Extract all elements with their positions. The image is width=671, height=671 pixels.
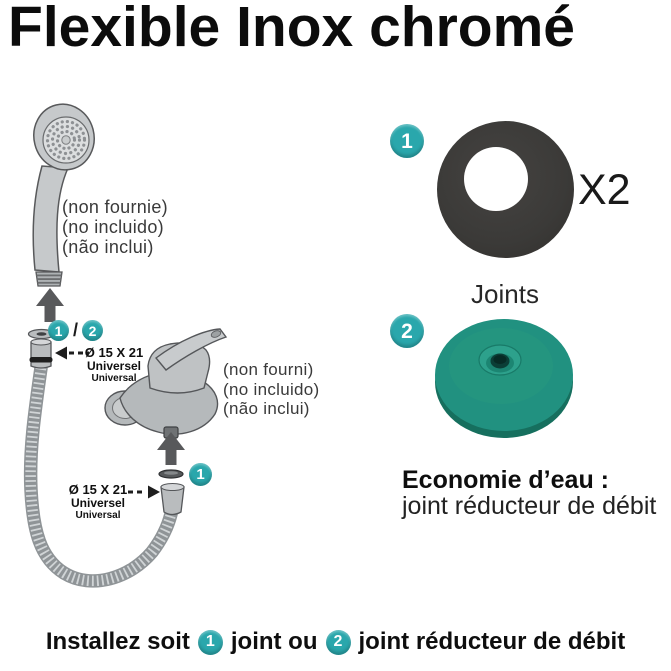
note-line: (non fournie) xyxy=(62,197,168,217)
note-line: (no incluido) xyxy=(62,217,164,237)
size-text: Ø 15 X 21 xyxy=(68,482,128,497)
top-connection-size-label: Ø 15 X 21 Universel Universal xyxy=(70,346,158,385)
badge-2: 2 xyxy=(325,629,351,655)
bottom-connection-size-label: Ø 15 X 21 Universel Universal xyxy=(54,483,142,522)
black-joint-image xyxy=(437,121,574,258)
washer-illustration xyxy=(158,469,184,479)
size-text: Ø 15 X 21 xyxy=(84,345,144,360)
hose-nut-top-illustration xyxy=(29,338,53,369)
joints-label: Joints xyxy=(471,279,539,309)
faucet-note: (non fourni) (no incluido) (não inclui) xyxy=(223,360,320,419)
faucet-illustration xyxy=(104,328,228,439)
dashed-arrow-left-icon xyxy=(55,346,89,360)
shower-head-illustration xyxy=(32,103,95,287)
shower-hose-illustration xyxy=(23,361,178,588)
installation-diagram-illustration xyxy=(23,103,228,588)
up-arrow-icon xyxy=(36,288,64,322)
page-title: Flexible Inox chromé xyxy=(8,0,575,59)
note-line: (non fourni) xyxy=(223,360,314,379)
note-line: (não inclui) xyxy=(223,399,310,418)
badge-2: 2 xyxy=(390,314,424,348)
badge-1: 1 xyxy=(48,320,69,341)
shower-head-note: (non fournie) (no incluido) (não inclui) xyxy=(62,197,168,257)
water-saving-heading: Economie d’eau : xyxy=(402,466,609,494)
hose-nut-bottom-illustration xyxy=(160,483,185,516)
green-joint-image xyxy=(435,319,573,438)
quantity-label: X2 xyxy=(578,166,631,214)
badge-1: 1 xyxy=(189,463,212,486)
water-saving-description: joint réducteur de débit xyxy=(402,492,657,520)
instruction-text: joint réducteur de débit xyxy=(358,628,626,655)
water-saving-note: Economie d’eau : joint réducteur de débi… xyxy=(402,467,656,520)
badge-1: 1 xyxy=(390,124,424,158)
note-line: (no incluido) xyxy=(223,379,320,399)
badge-2: 2 xyxy=(82,320,104,341)
instruction-text: Installez soit xyxy=(45,628,190,655)
note-line: (não inclui) xyxy=(62,237,154,257)
instruction-text: joint ou xyxy=(230,628,318,655)
black-joint-hole xyxy=(464,147,528,211)
universal-fr-text: Universel xyxy=(86,359,142,373)
universal-fr-text: Universel xyxy=(70,496,126,510)
universal-en-text: Universal xyxy=(91,373,137,384)
badge-1: 1 xyxy=(197,629,223,655)
install-instruction: Installez soit 1 joint ou 2 joint réduct… xyxy=(0,628,671,656)
up-arrow-icon xyxy=(157,432,185,465)
dashed-arrow-right-icon xyxy=(128,485,160,499)
universal-en-text: Universal xyxy=(75,510,121,521)
badge-separator: / xyxy=(73,320,79,340)
top-connection-badges: 1 / 2 xyxy=(48,320,104,341)
